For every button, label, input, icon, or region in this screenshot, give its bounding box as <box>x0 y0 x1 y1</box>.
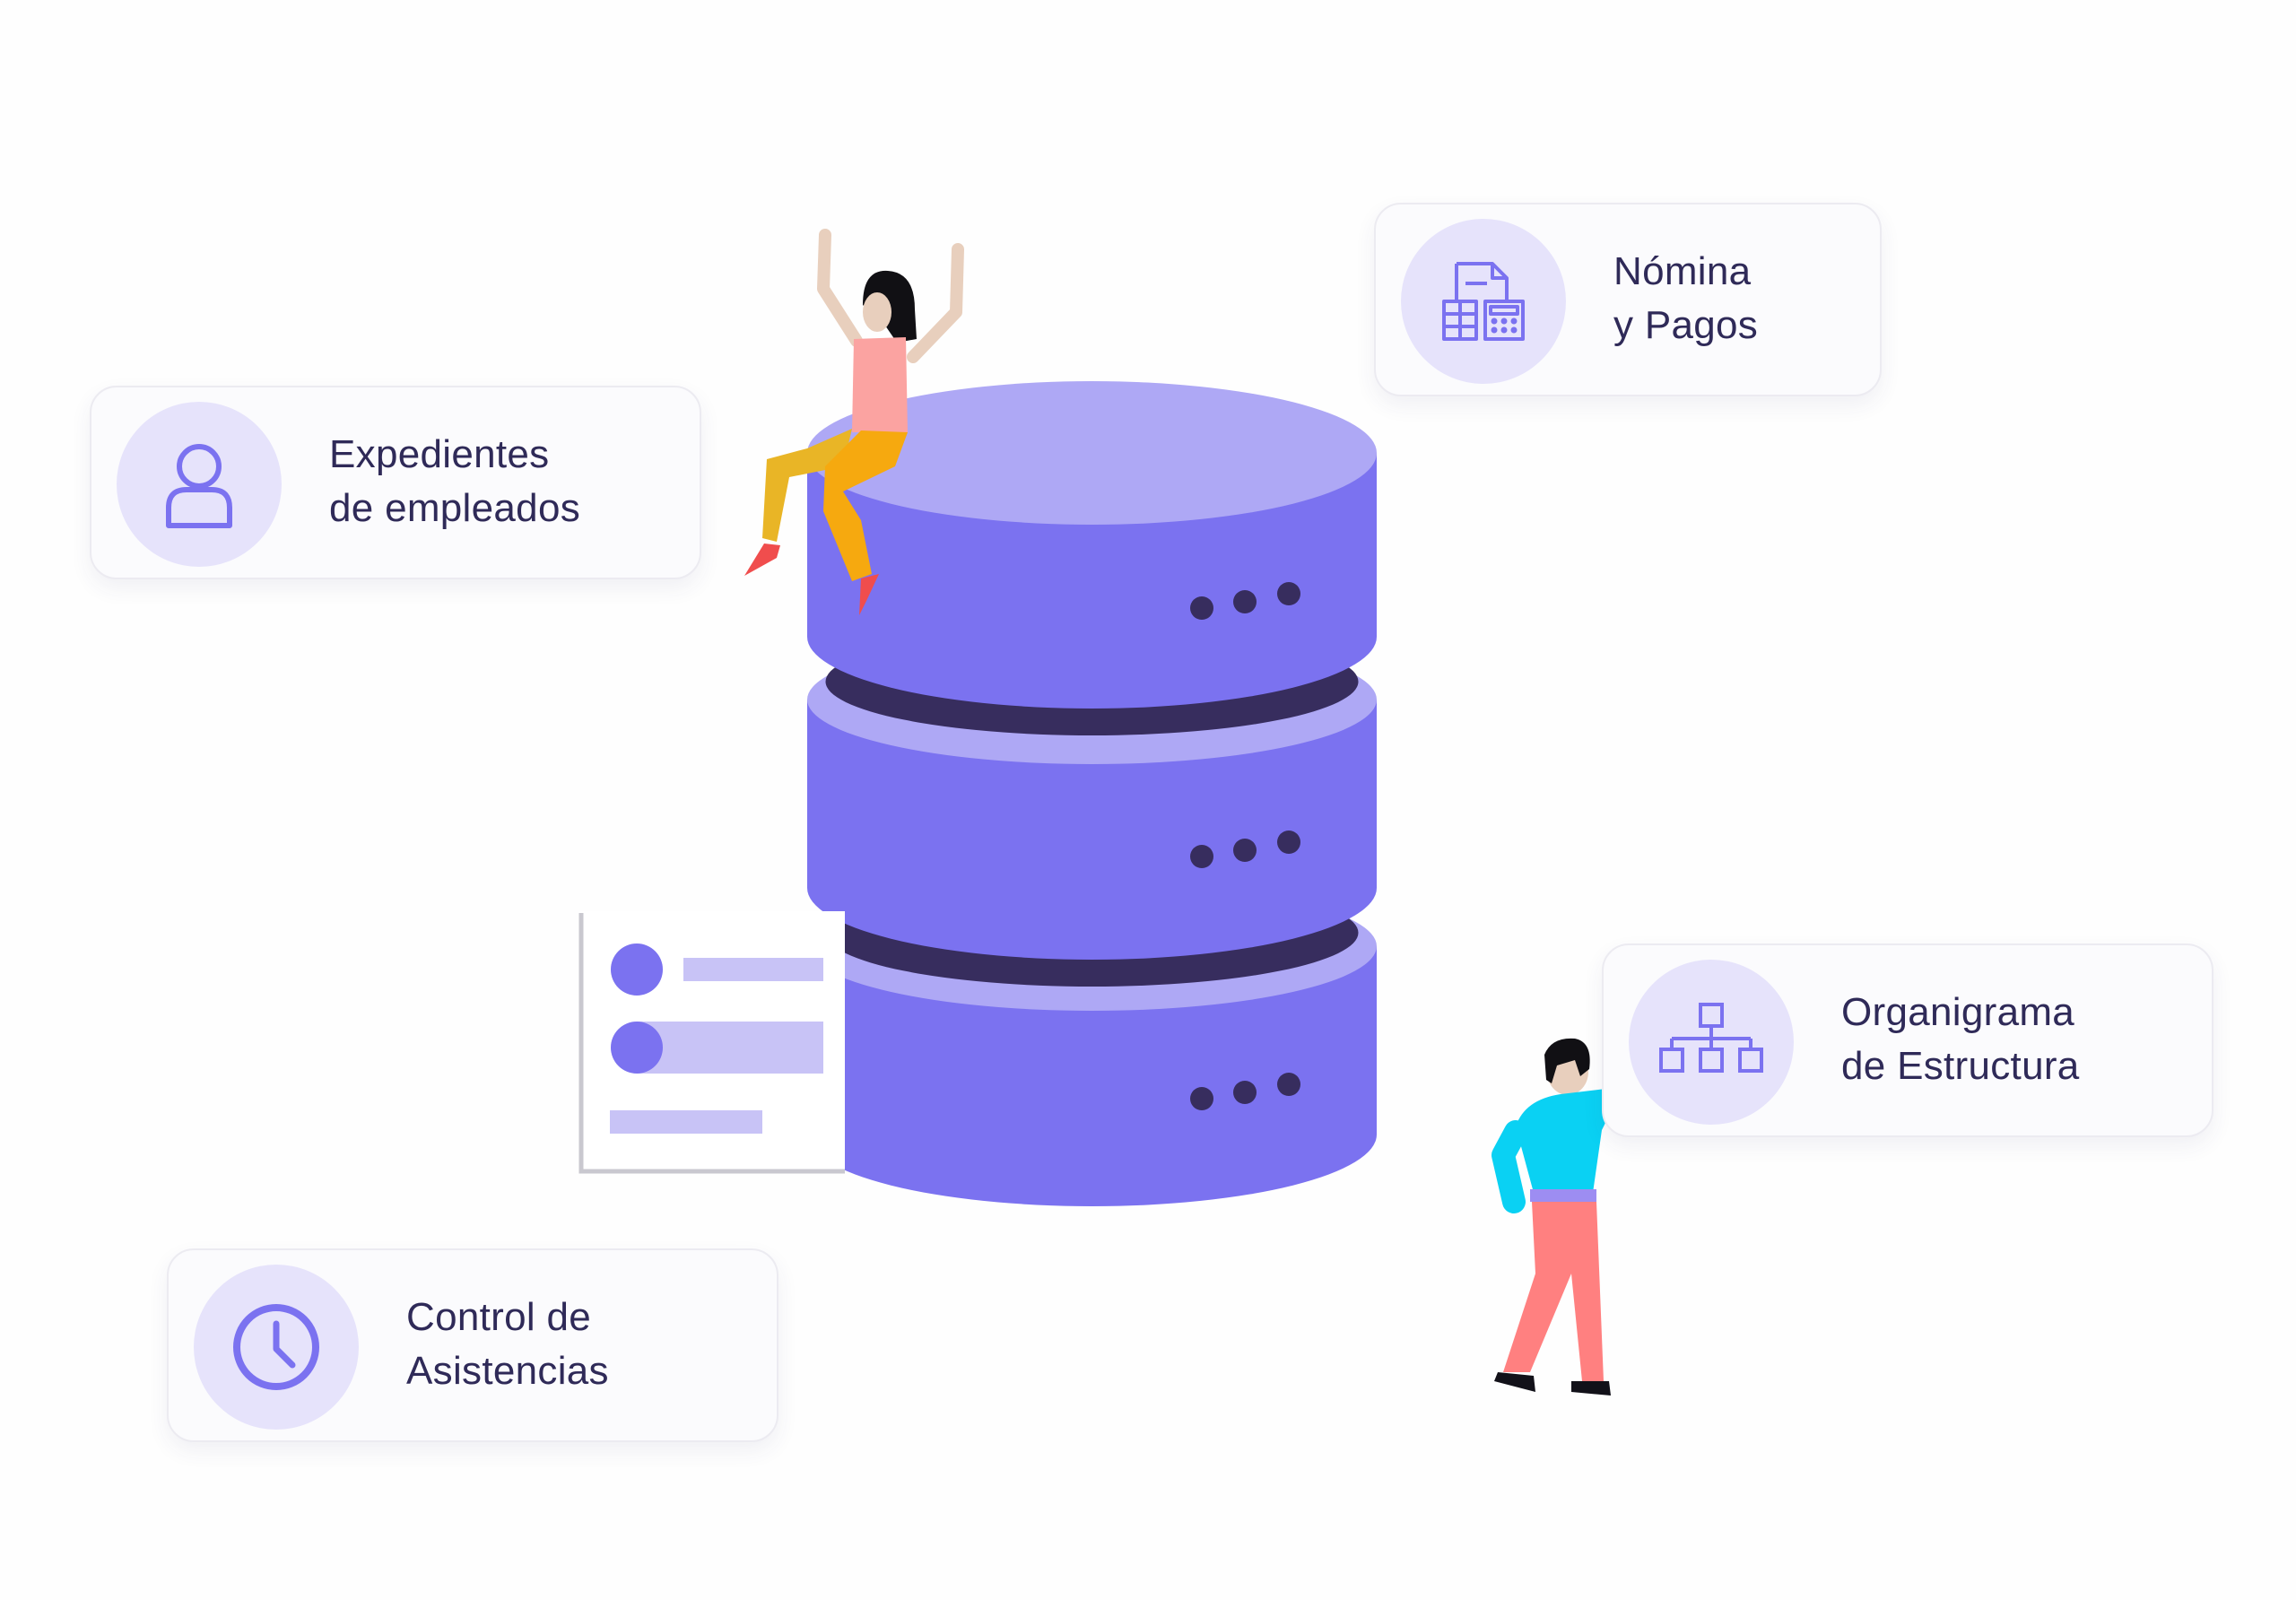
clock-icon <box>194 1265 359 1430</box>
user-icon <box>117 402 282 567</box>
feature-card-nomina: Nómina y Pagos <box>1374 203 1882 396</box>
status-dots <box>1190 582 1300 1110</box>
payroll-calculator-icon <box>1401 219 1566 384</box>
feature-label: Organigrama de Estructura <box>1841 990 2080 1088</box>
feature-card-expedientes: Expedientes de empleados <box>90 386 701 579</box>
feature-card-control: Control de Asistencias <box>167 1248 778 1442</box>
woman-figure <box>744 229 964 615</box>
database-cylinder <box>807 381 1377 1206</box>
org-chart-icon <box>1629 960 1794 1125</box>
feature-label: Nómina y Pagos <box>1613 249 1759 347</box>
feature-label: Expedientes de empleados <box>329 432 581 530</box>
database-tier-top <box>807 381 1377 709</box>
list-panel <box>578 911 845 1174</box>
feature-card-organigrama: Organigrama de Estructura <box>1602 943 2213 1137</box>
feature-label: Control de Asistencias <box>406 1295 609 1393</box>
